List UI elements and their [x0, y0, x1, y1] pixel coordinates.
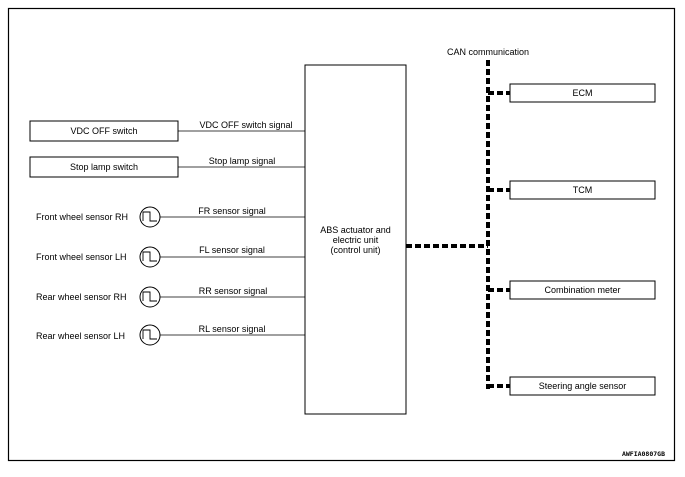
rl-signal-label: RL sensor signal: [199, 324, 266, 334]
control-unit-label-line3: (control unit): [330, 245, 380, 255]
sensor-rear-rh: Rear wheel sensor RH RR sensor signal: [36, 286, 305, 308]
can-node-tcm: TCM: [509, 180, 656, 200]
vdc-off-switch-label: VDC OFF switch: [70, 126, 137, 136]
fl-signal-label: FL sensor signal: [199, 245, 265, 255]
square-wave-icon: [142, 291, 157, 302]
front-lh-sensor-label: Front wheel sensor LH: [36, 252, 127, 262]
switch-vdc-off: VDC OFF switch VDC OFF switch signal: [29, 120, 305, 142]
steering-angle-sensor-box: [509, 376, 656, 396]
control-unit-box: [304, 64, 407, 415]
can-node-combination-meter: Combination meter: [509, 280, 656, 300]
switch-stop-lamp: Stop lamp switch Stop lamp signal: [29, 156, 305, 178]
ecm-box: [509, 83, 656, 103]
vdc-off-signal-label: VDC OFF switch signal: [199, 120, 292, 130]
sensor-front-rh: Front wheel sensor RH FR sensor signal: [36, 206, 305, 228]
square-wave-icon: [142, 211, 157, 222]
sensor-front-lh: Front wheel sensor LH FL sensor signal: [36, 245, 305, 268]
fr-signal-label: FR sensor signal: [198, 206, 266, 216]
can-node-ecm: ECM: [509, 83, 656, 103]
tcm-label: TCM: [573, 185, 593, 195]
diagram-frame: [7, 7, 676, 462]
rear-lh-sensor-label: Rear wheel sensor LH: [36, 331, 125, 341]
can-bus: [406, 60, 510, 389]
rear-rh-sensor-label: Rear wheel sensor RH: [36, 292, 127, 302]
tcm-box: [509, 180, 656, 200]
rr-signal-label: RR sensor signal: [199, 286, 268, 296]
diagram-code: AWFIA0807GB: [622, 450, 665, 458]
steering-angle-sensor-label: Steering angle sensor: [539, 381, 627, 391]
ecm-label: ECM: [573, 88, 593, 98]
square-wave-icon: [142, 251, 157, 262]
combination-meter-label: Combination meter: [544, 285, 620, 295]
sensor-rear-lh: Rear wheel sensor LH RL sensor signal: [36, 324, 305, 346]
front-rh-sensor-label: Front wheel sensor RH: [36, 212, 128, 222]
control-unit-label-line2: electric unit: [333, 235, 379, 245]
stop-lamp-switch-label: Stop lamp switch: [70, 162, 138, 172]
combination-meter-box: [509, 280, 656, 300]
can-node-steering-angle-sensor: Steering angle sensor: [509, 376, 656, 396]
square-wave-icon: [142, 329, 157, 340]
can-communication-label: CAN communication: [447, 47, 529, 57]
control-unit-label-line1: ABS actuator and: [320, 225, 391, 235]
control-unit: ABS actuator and electric unit (control …: [304, 64, 407, 415]
stop-lamp-signal-label: Stop lamp signal: [209, 156, 276, 166]
